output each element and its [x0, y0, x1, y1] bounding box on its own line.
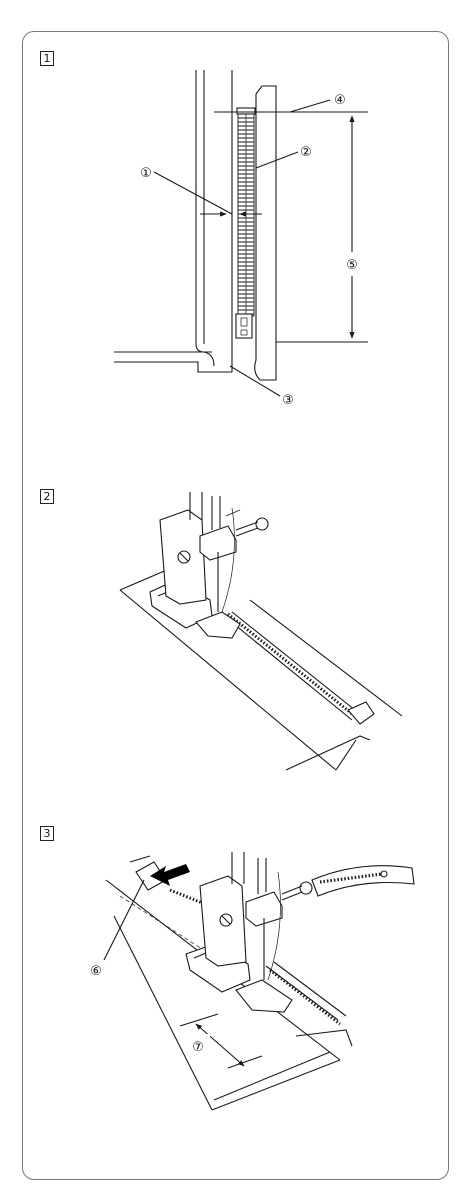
callout-5: ⑤: [346, 258, 358, 273]
step-2-illustration: [120, 492, 402, 770]
callout-6-leader: [104, 880, 144, 960]
callout-2-leader: [256, 152, 298, 168]
step-1-illustration: [114, 70, 368, 396]
presser-bar-3: [232, 852, 244, 884]
thread: [222, 508, 234, 612]
bottom-fabric-left: [114, 352, 214, 366]
callout-4-leader: [290, 100, 330, 112]
zipper-top-stop: [237, 108, 255, 114]
callout-1: ①: [140, 166, 152, 181]
callout-3: ③: [282, 393, 294, 408]
thread-3: [268, 872, 280, 980]
callout-4: ④: [334, 93, 346, 108]
callout-2: ②: [300, 145, 312, 160]
zipper-teeth-diagonal: [224, 612, 360, 720]
callout-6: ⑥: [90, 964, 102, 979]
zipper-foot: [150, 492, 268, 638]
step-3-illustration: [104, 852, 414, 1110]
zipper-tape-right: [255, 86, 276, 380]
callout-7: ⑦: [192, 1040, 204, 1055]
zipper-slider-2: [348, 702, 374, 724]
callout-1-leader: [154, 172, 232, 214]
